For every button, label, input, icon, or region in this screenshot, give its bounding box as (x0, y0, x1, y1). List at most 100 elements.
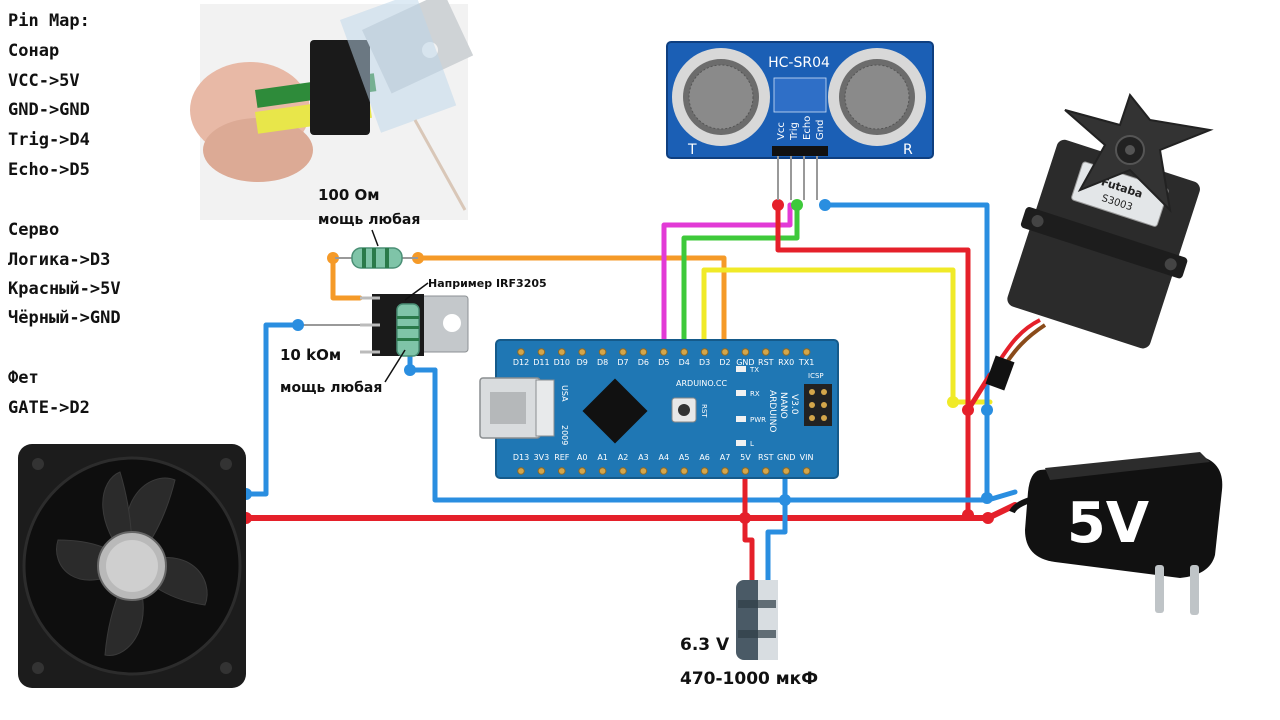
wire-blue-fan (243, 322, 301, 497)
sonar-model: HC-SR04 (768, 55, 830, 71)
mosfet-label: Например IRF3205 (428, 277, 547, 290)
arduino-top-pin-hole (700, 348, 709, 356)
arduino-top-pin-label: RST (758, 358, 774, 367)
sonar-pin-trig: Trig (789, 122, 800, 141)
pin-map-line: GATE->D2 (8, 398, 90, 418)
sonar-t-mark: T (687, 142, 697, 158)
wire-orange-gate (330, 255, 363, 301)
resistor-100-ohm: 100 Ом мощь любая (318, 186, 420, 269)
arduino-bottom-pin-label: A0 (577, 453, 588, 462)
arduino-bottom-pin-hole (680, 467, 689, 475)
reset-label: RST (700, 404, 708, 418)
wire-blue-rail (432, 367, 1018, 503)
led-l: L (750, 440, 754, 448)
sonar-pin-gnd: Gnd (815, 120, 826, 140)
arduino-bottom-pin-label: RST (758, 453, 774, 462)
arduino-bottom-pin-label: A2 (618, 453, 629, 462)
arduino-top-pin-label: D12 (513, 358, 529, 367)
arduino-top-pin-label: D5 (658, 358, 669, 367)
pin-map-line: Сонар (8, 41, 59, 61)
arduino-top-pin-hole (537, 348, 546, 356)
arduino-bottom-pin-hole (517, 467, 525, 475)
pin-map: Pin Map: Сонар VCC->5V GND->GND Trig->D4… (8, 11, 121, 418)
pin-map-title: Pin Map: (8, 11, 90, 31)
pin-map-line: Echo->D5 (8, 160, 90, 180)
mcu-chip (582, 378, 648, 444)
arduino-bottom-pin-hole (721, 467, 729, 475)
wire-blue-cap (765, 459, 788, 588)
arduino-bottom-pin-label: A5 (679, 453, 690, 462)
cooling-fan (18, 444, 246, 688)
board-name-3: V3.0 (789, 394, 799, 415)
arduino-bottom-pin-label: 3V3 (534, 453, 550, 462)
arduino-bottom-pin-label: D13 (513, 453, 529, 462)
arduino-top-pin-label: D6 (638, 358, 649, 367)
arduino-top-pin-hole (558, 348, 566, 356)
arduino-top-pin-hole (639, 348, 648, 356)
arduino-top-pin-label: D10 (554, 358, 570, 367)
arduino-bottom-pin-hole (598, 467, 607, 475)
arduino-bottom-pin-hole (660, 467, 668, 475)
wire-green-trig (681, 202, 800, 349)
wire-red-rail (243, 502, 1018, 521)
servo-motor: Futaba S3003 (985, 92, 1214, 391)
arduino-brand: ARDUINO.CC (676, 379, 727, 388)
wire-blue-sonar-gnd (822, 202, 990, 501)
arduino-bottom-pin-hole (700, 467, 709, 475)
led-pwr: PWR (750, 416, 766, 424)
arduino-top-pin-label: D4 (679, 358, 690, 367)
wire-orange-d2 (415, 255, 727, 349)
pin-map-line: VCC->5V (8, 71, 80, 91)
board-name-1: ARDUINO (767, 390, 777, 432)
resistor-100-label: 100 Ом (318, 186, 380, 204)
arduino-top-pin-hole (578, 348, 587, 356)
pin-map-line: Чёрный->GND (8, 308, 121, 328)
arduino-bottom-pin-label: A1 (597, 453, 608, 462)
sonar-pin-echo: Echo (802, 116, 813, 140)
icsp-label: ICSP (808, 372, 824, 380)
arduino-bottom-pin-hole (619, 467, 627, 475)
pin-map-line: Серво (8, 220, 59, 240)
icsp-header (804, 384, 832, 426)
arduino-bottom-pin-hole (639, 467, 648, 475)
arduino-bottom-pin-label: A3 (638, 453, 649, 462)
arduino-top-pin-hole (680, 348, 689, 356)
power-supply: 5V (1009, 452, 1223, 615)
mosfet: Например IRF3205 (360, 277, 547, 357)
arduino-bottom-pin-hole (578, 467, 587, 475)
arduino-top-pin-label: D2 (719, 358, 730, 367)
pin-map-line: Логика->D3 (8, 250, 110, 270)
arduino-bottom-pin-hole (537, 467, 546, 475)
mosfet-photo (190, 0, 474, 220)
wire-red-sonar-vcc (775, 202, 971, 518)
capacitor-capacity: 470-1000 мкФ (680, 669, 818, 689)
arduino-top-pin-hole (619, 348, 627, 356)
resistor-100-power: мощь любая (318, 212, 420, 228)
resistor-10k-label: 10 kОм мощь любая (280, 346, 406, 396)
psu-label: 5V (1067, 491, 1150, 556)
arduino-bottom-pin-label: REF (554, 453, 570, 462)
wire-magenta-echo (661, 202, 793, 349)
arduino-top-pin-hole (517, 348, 525, 356)
arduino-top-pin-label: D7 (617, 358, 628, 367)
capacitor: 6.3 V 470-1000 мкФ (680, 580, 818, 689)
arduino-bottom-pin-hole (741, 467, 750, 475)
arduino-bottom-pin-hole (558, 467, 566, 475)
arduino-top-pin-label: D3 (699, 358, 710, 367)
capacitor-voltage: 6.3 V (680, 635, 730, 655)
arduino-bottom-pin-label: GND (777, 453, 795, 462)
arduino-top-pin-hole (762, 348, 770, 356)
arduino-bottom-pin-label: A7 (720, 453, 731, 462)
pin-map-line: Красный->5V (8, 279, 121, 299)
arduino-top-pin-label: RX0 (778, 358, 794, 367)
arduino-top-pin-label: D9 (577, 358, 588, 367)
sonar-sensor: HC-SR04 T R Vcc Trig Echo Gnd (666, 41, 934, 200)
pin-map-line: Trig->D4 (8, 130, 90, 150)
arduino-top-pin-hole (721, 348, 729, 356)
arduino-top-pin-hole (782, 348, 791, 356)
arduino-top-pin-label: TX1 (798, 358, 814, 367)
arduino-top-pin-hole (741, 348, 750, 356)
